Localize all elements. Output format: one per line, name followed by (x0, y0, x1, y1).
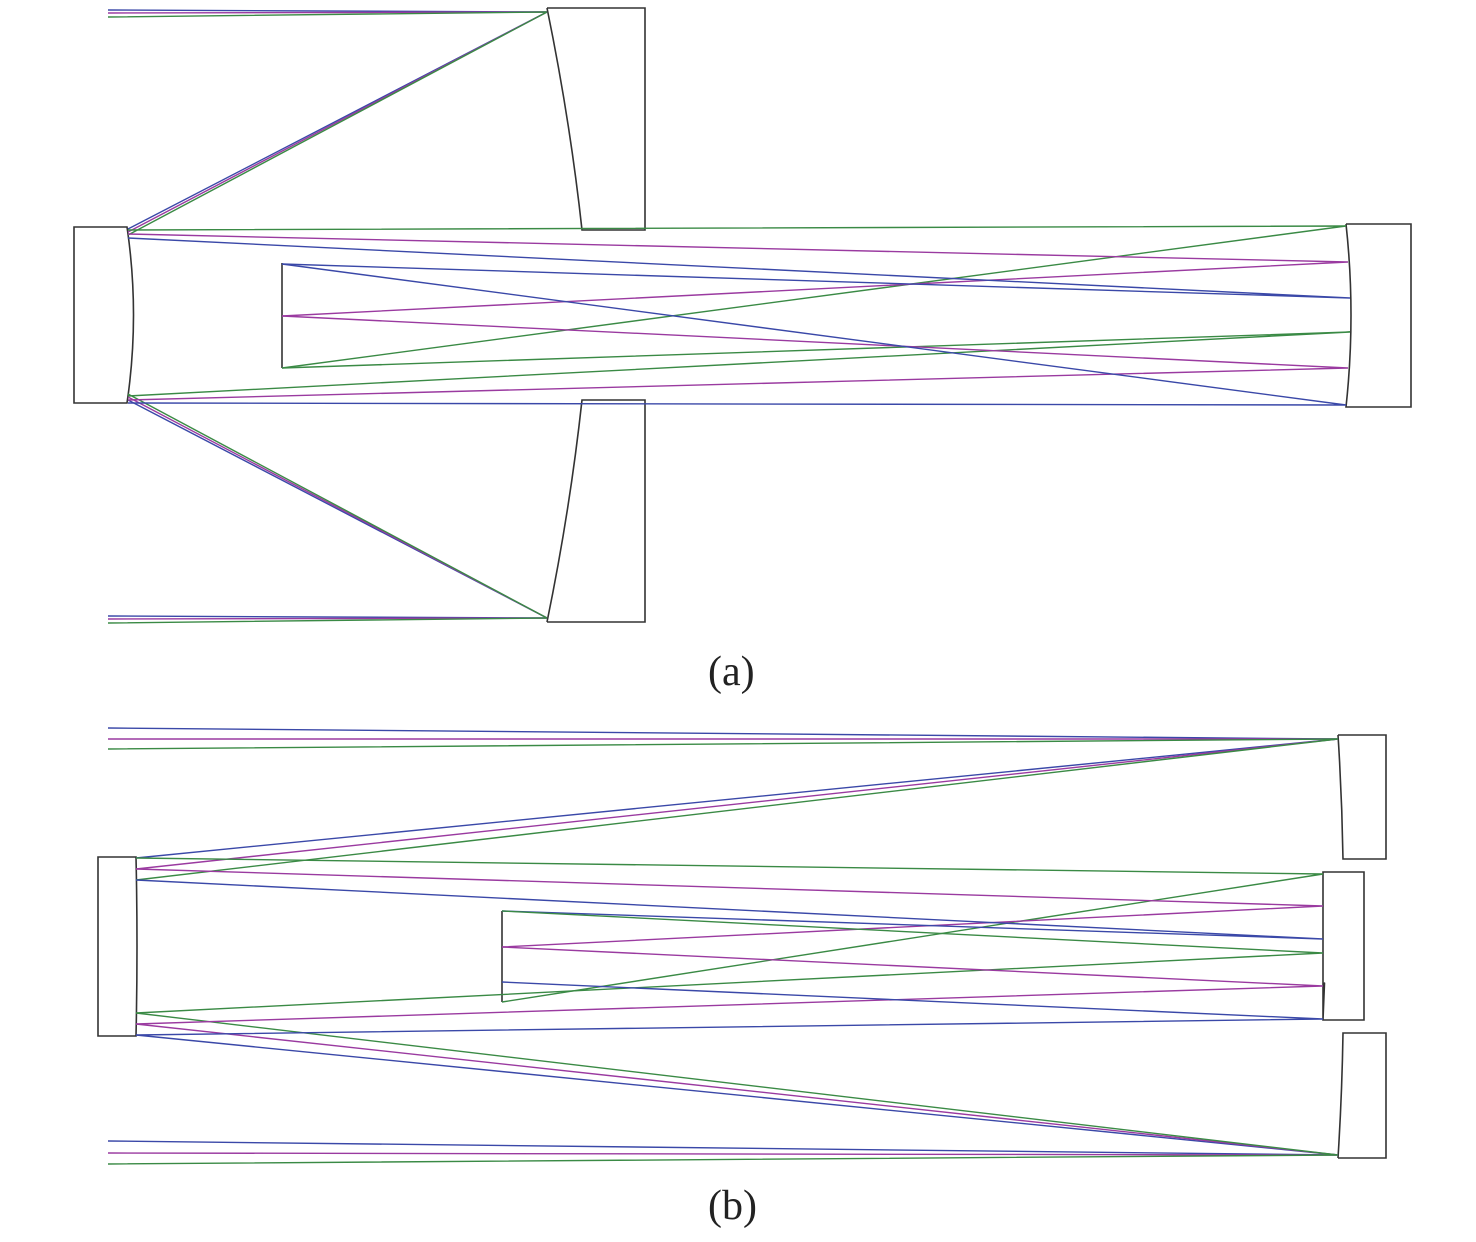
ray-in-bottom-blue (107, 399, 548, 619)
ray-a-m2 (127, 315, 1349, 401)
secondary-mirror (73, 226, 135, 404)
ray-in-top-green (107, 11, 548, 236)
ray-a-g1 (127, 225, 1347, 369)
ray-b-in-top-magenta (108, 738, 1339, 870)
primary-mirror-top (546, 7, 646, 231)
ray-b-m1 (135, 868, 1324, 948)
tertiary-mirror-b (1322, 871, 1365, 1021)
panel-a (73, 7, 1412, 624)
secondary-mirror-b (97, 856, 138, 1037)
primary-mirror-bottom (546, 399, 646, 623)
panel-b (97, 727, 1387, 1165)
ray-in-top-blue (107, 9, 548, 230)
ray-b-b1 (135, 879, 1324, 940)
ray-in-bottom-magenta (107, 396, 548, 620)
tertiary-mirror (1345, 223, 1412, 408)
primary-mirror-bottom-b (1337, 1032, 1387, 1159)
ray-b-in-bottom-blue (107, 1034, 1339, 1156)
panel-a-label: (a) (708, 649, 755, 695)
primary-mirror-top-b (1337, 734, 1387, 860)
ray-b-in-bottom-magenta (107, 1023, 1339, 1156)
panel-b-label: (b) (708, 1183, 757, 1229)
ray-a-m1 (127, 233, 1349, 317)
ray-a-b2 (127, 263, 1347, 406)
ray-b-m2 (135, 946, 1324, 1025)
ray-b-b2 (135, 981, 1324, 1036)
ray-b-in-top-green (107, 738, 1339, 881)
ray-in-top-magenta (107, 11, 548, 233)
ray-b-in-bottom-green (107, 1012, 1339, 1165)
ray-a-g2 (127, 331, 1351, 397)
ray-a-b1 (127, 237, 1351, 299)
ray-in-bottom-green (107, 393, 548, 624)
ray-b-g2 (135, 910, 1324, 1014)
